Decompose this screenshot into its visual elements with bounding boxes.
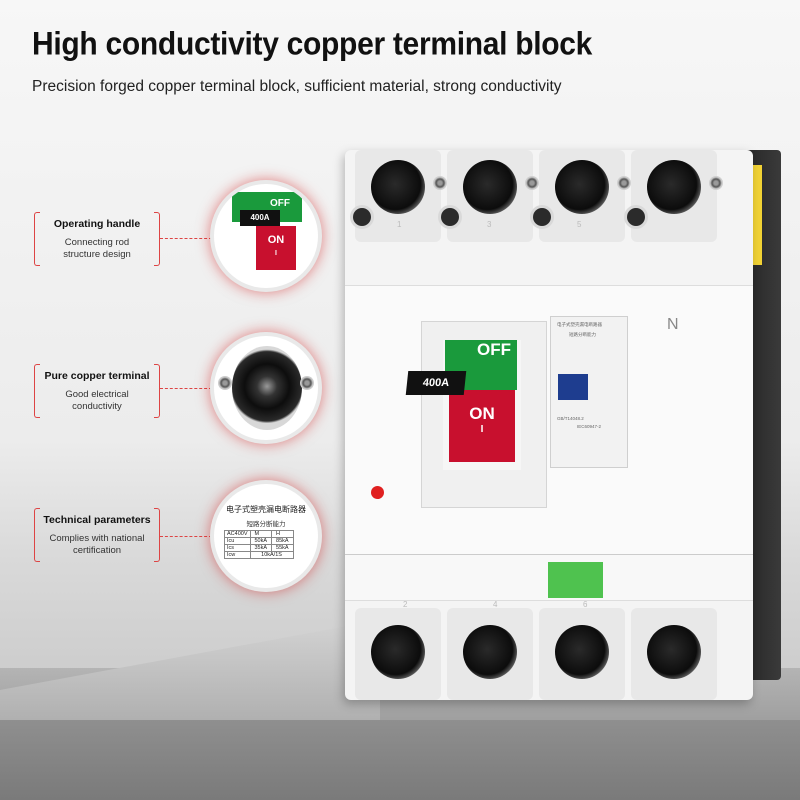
callout-desc-line: structure design: [63, 249, 131, 260]
callout-title: Operating handle: [53, 218, 141, 230]
phase-number: 3: [487, 220, 492, 229]
phase-number: 1: [397, 220, 402, 229]
callout-desc-line: Connecting rod: [64, 237, 130, 248]
panel-standard-1: GB/T14048.2: [557, 416, 584, 421]
bracket-left: [34, 364, 40, 418]
screw-icon: [218, 376, 232, 390]
zoom-on-label: ON: [267, 234, 285, 246]
mount-hole: [353, 208, 371, 226]
zoom-operating-handle: OFF 400A ON I: [214, 184, 318, 288]
bracket-right: [154, 212, 160, 266]
table-cell: 10kA/1S: [249, 551, 294, 559]
table-cell: Icu: [224, 537, 251, 545]
leader-line: [160, 536, 212, 537]
bracket-right: [154, 364, 160, 418]
screw-icon: [525, 176, 539, 190]
terminal-hole: [463, 625, 517, 679]
screw-icon: [300, 376, 314, 390]
callout-desc-line: Complies with national: [49, 533, 145, 544]
screw-icon: [433, 176, 447, 190]
mount-hole: [533, 208, 551, 226]
bracket-left: [34, 212, 40, 266]
bracket-right: [154, 508, 160, 562]
panel-subtitle: 短路分断能力: [569, 332, 596, 337]
phase-number: 2: [403, 600, 408, 609]
status-led-red: [371, 486, 384, 499]
callout-title: Technical parameters: [43, 514, 151, 526]
table-cell: M: [249, 530, 273, 538]
spec-subtitle: 短路分断能力: [246, 521, 286, 528]
table-cell: Icw: [224, 551, 251, 559]
terminal-hole: [647, 160, 701, 214]
zoom-handle: 400A: [240, 210, 280, 226]
phase-number: 4: [493, 600, 498, 609]
table-cell: 85kA: [271, 537, 294, 545]
zoom-on-sub: I: [275, 250, 277, 257]
zoom-off-label: OFF: [270, 198, 290, 209]
callout-desc-line: certification: [72, 545, 122, 556]
table-cell: H: [271, 530, 294, 538]
callout-technical-parameters: Technical parameters Complies with natio…: [34, 508, 160, 562]
zoom-on-block: ON I: [256, 226, 296, 270]
control-panel: [550, 316, 628, 468]
table-cell: 35kA: [249, 544, 273, 552]
zoom-terminal-hole: [232, 346, 302, 430]
table-cell: Ics: [224, 544, 251, 552]
terminal-hole: [463, 160, 517, 214]
terminal-hole: [647, 625, 701, 679]
subline: Precision forged copper terminal block, …: [32, 78, 562, 95]
table-cell: AC400V: [224, 530, 251, 538]
headline: High conductivity copper terminal block: [32, 26, 593, 63]
callout-desc-line: conductivity: [72, 401, 122, 412]
terminal-hole: [555, 625, 609, 679]
panel-standard-2: IEC60947-2: [577, 424, 602, 429]
on-label: ON: [469, 404, 495, 423]
spec-title: 电子式塑壳漏电断路器: [226, 505, 306, 514]
bracket-left: [34, 508, 40, 562]
terminal-hole: [371, 625, 425, 679]
table-cell: 50kA: [249, 537, 273, 545]
terminal-hole: [555, 160, 609, 214]
screw-icon: [709, 176, 723, 190]
neutral-mark: N: [667, 316, 679, 333]
terminal-connector: [548, 562, 603, 598]
operating-handle[interactable]: 400A: [405, 371, 467, 395]
zoom-copper-terminal: [214, 336, 318, 440]
mount-hole: [627, 208, 645, 226]
callout-desc-line: Good electrical: [65, 389, 129, 400]
leader-line: [160, 388, 212, 389]
panel-title: 电子式塑壳漏电断路器: [557, 322, 602, 327]
mount-hole: [441, 208, 459, 226]
table-cell: 55kA: [271, 544, 294, 552]
lcd-display: [558, 374, 588, 400]
phase-number: 6: [583, 600, 588, 609]
terminal-hole: [371, 160, 425, 214]
phase-number: 5: [577, 220, 582, 229]
callout-title: Pure copper terminal: [44, 370, 150, 382]
shelf-edge: [0, 720, 800, 800]
on-sub-label: I: [480, 424, 484, 435]
screw-icon: [617, 176, 631, 190]
leader-line: [160, 238, 212, 239]
